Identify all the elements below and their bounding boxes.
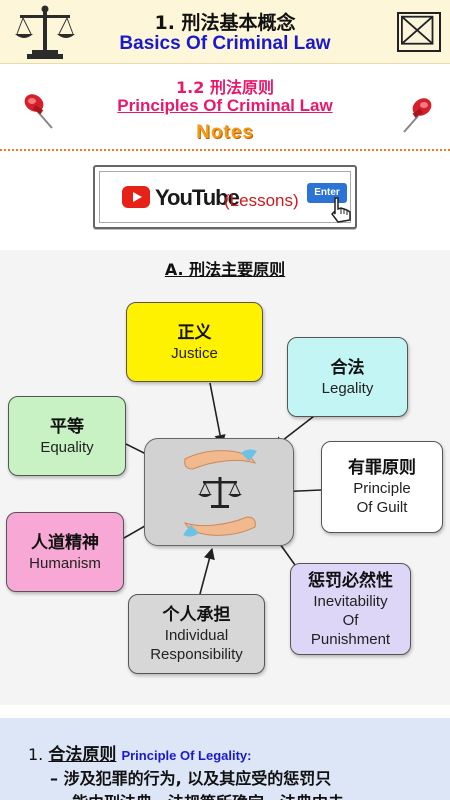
- node-label-en: Inevitability: [313, 592, 388, 610]
- node-principle-of-guilt: 有罪原则 Principle Of Guilt: [321, 441, 443, 533]
- node-humanism: 人道精神 Humanism: [6, 512, 124, 592]
- section-heading: 1.2 刑法原则 Principles Of Criminal Law Note…: [0, 72, 450, 154]
- node-label-zh: 个人承担: [162, 605, 231, 625]
- scales-of-justice-icon: [14, 4, 76, 60]
- list-item-title-zh: 合法原则: [48, 745, 117, 765]
- section-title-zh: 1.2 刑法原则: [176, 78, 274, 97]
- pushpin-icon: [22, 90, 56, 130]
- node-justice: 正义 Justice: [126, 302, 263, 382]
- close-x-icon: [401, 15, 434, 45]
- node-label-zh: 合法: [330, 357, 365, 378]
- pushpin-icon: [400, 94, 434, 134]
- app-header: 1. 刑法基本概念 Basics Of Criminal Law: [0, 0, 450, 64]
- notes-content-area: [0, 718, 450, 800]
- list-item-text: 能由刑法典、法规等所确定。法典中未: [72, 789, 344, 800]
- node-label-en: Justice: [171, 344, 218, 362]
- lessons-label: (Lessons): [224, 191, 299, 210]
- node-label-zh: 有罪原则: [348, 458, 416, 478]
- node-individual-responsibility: 个人承担 Individual Responsibility: [128, 594, 265, 674]
- node-label-zh: 人道精神: [31, 532, 99, 553]
- header-title-zh: 1. 刑法基本概念: [154, 12, 296, 34]
- notes-label: Notes: [196, 122, 254, 143]
- node-label-en: Of Guilt: [356, 499, 408, 516]
- node-label-zh: 正义: [177, 322, 212, 343]
- list-item-title-en: Principle Of Legality:: [121, 748, 252, 763]
- node-label-en: Humanism: [29, 554, 101, 572]
- node-label-en: Principle: [353, 480, 411, 497]
- node-label-zh: 平等: [50, 416, 84, 437]
- node-label-en: Punishment: [310, 630, 391, 648]
- node-equality: 平等 Equality: [8, 396, 126, 476]
- node-label-en: Responsibility: [150, 646, 243, 663]
- list-item-heading: 1. 合法原则 Principle Of Legality:: [28, 740, 251, 765]
- center-hub: [144, 438, 294, 546]
- list-item-text: – 涉及犯罪的行为, 以及其应受的惩罚只: [50, 769, 332, 788]
- node-label-en: Equality: [40, 438, 94, 456]
- node-legality: 合法 Legality: [287, 337, 408, 417]
- dotted-divider: [0, 149, 450, 151]
- node-label-en: Of: [342, 611, 359, 629]
- node-label-en: Legality: [321, 379, 374, 397]
- button-inner-frame: YouTube (Lessons) Enter: [99, 171, 351, 223]
- youtube-brand: YouTube: [155, 185, 240, 210]
- diagram-title: A. 刑法主要原则: [164, 260, 286, 279]
- list-item-number: 1.: [28, 745, 44, 764]
- youtube-play-icon: [122, 186, 150, 208]
- section-title-en: Principles Of Criminal Law: [117, 96, 333, 115]
- node-inevitability-of-punishment: 惩罚必然性 Inevitability Of Punishment: [290, 563, 411, 655]
- pointing-hand-icon: [325, 194, 355, 224]
- youtube-lessons-button[interactable]: YouTube (Lessons) Enter: [93, 165, 357, 229]
- header-title-en: Basics Of Criminal Law: [119, 33, 331, 54]
- node-label-en: Individual: [164, 627, 229, 644]
- hands-with-scales-icon: [183, 449, 257, 537]
- close-button[interactable]: [397, 12, 441, 52]
- node-label-zh: 惩罚必然性: [308, 570, 393, 591]
